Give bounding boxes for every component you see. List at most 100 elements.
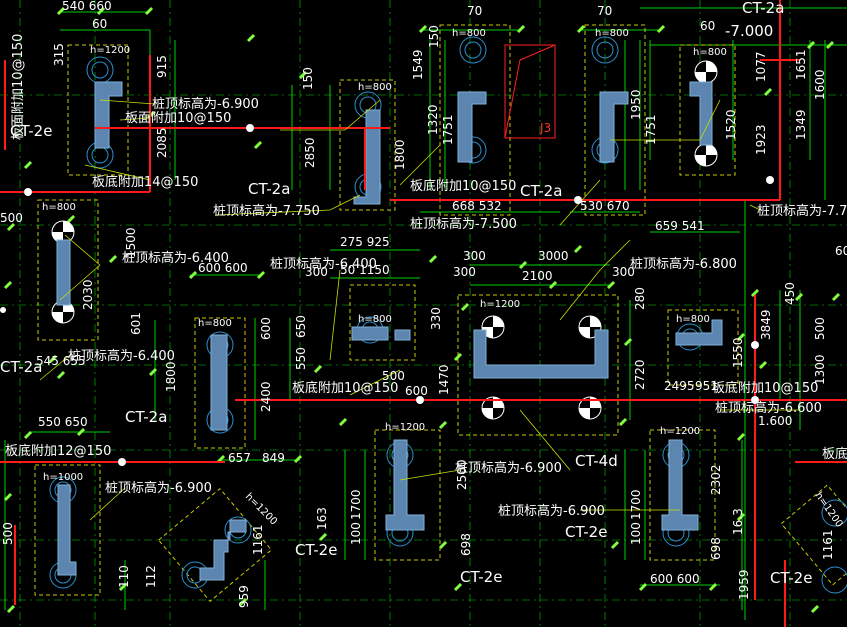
wall-shape	[599, 91, 629, 163]
dimension-value: 2302	[709, 464, 723, 495]
wall-shape	[473, 329, 609, 379]
pile-elevation-note: 桩顶标高为-6.400	[68, 348, 175, 364]
dimension-value: 2720	[633, 359, 647, 390]
dimension-value: 657	[228, 451, 251, 465]
dimension-value: 330	[429, 307, 443, 330]
dimension-value: 500	[382, 369, 405, 383]
dimension-value: 70	[597, 4, 612, 18]
pile-elevation-note: 桩顶标高为-6.600	[715, 400, 822, 416]
dimension-value: 70	[467, 4, 482, 18]
dimension-value: 500	[1, 522, 15, 545]
dimension-value: 1320	[426, 104, 440, 135]
dimension-value: 1077	[754, 51, 768, 82]
dimension-value: 300	[612, 265, 635, 279]
dimension-value: 2400	[259, 381, 273, 412]
dimension-value: 3849	[759, 309, 773, 340]
dimension-value: 100	[629, 522, 643, 545]
dimension-value: 659 541	[655, 219, 705, 233]
dimension-value: 1500	[124, 227, 138, 258]
pile-marker	[481, 315, 505, 339]
cap-height-label: h=800	[676, 314, 710, 325]
cap-height-label: h=800	[42, 202, 76, 213]
dimension-value: 849	[262, 451, 285, 465]
dimension-value: 601	[129, 312, 143, 335]
dimension-value: 16.3	[731, 508, 745, 535]
dimension-value: 1751	[441, 114, 455, 145]
wall-shape	[457, 91, 487, 163]
wall-shape	[661, 439, 699, 531]
cap-type-label: CT-2e	[295, 541, 337, 559]
cap-height-label: h=800	[595, 28, 629, 39]
dimension-value: 1470	[437, 364, 451, 395]
cap-type-label: CT-2a	[125, 408, 167, 426]
dimension-value: 668 532	[452, 199, 502, 213]
dimension-value: 300	[453, 265, 476, 279]
dimension-value: 698	[459, 533, 473, 556]
dimension-ticks	[3, 6, 841, 614]
cap-height-label: h=800	[693, 47, 727, 58]
cap-height-label: h=800	[358, 314, 392, 325]
dimension-value: 1800	[164, 361, 178, 392]
pile-elevation-note: 桩顶标高为-6.900	[105, 480, 212, 496]
cap-height-label: h=1200	[90, 45, 130, 56]
dimension-value: 500	[0, 211, 23, 225]
cap-type-label: CT-2e	[10, 122, 52, 140]
wall-shape	[94, 81, 123, 149]
cap-elevation-label: -7.000	[725, 22, 773, 40]
dimension-value: 2850	[303, 137, 317, 168]
annotation-labels: 桩顶标高为-6.900 板面附加10@150 板底附加14@150 桩顶标高为-…	[5, 34, 847, 519]
slab-rebar-note: 板面附加10@150	[125, 111, 231, 126]
dimension-value: 600	[835, 244, 847, 258]
dimension-value: 951	[695, 379, 718, 393]
dimension-value: 600	[405, 384, 428, 398]
wall-shape	[56, 239, 71, 306]
pile-elevation-note: 桩顶标高为-6.400	[270, 256, 377, 272]
dimension-value: 1.600	[758, 414, 792, 428]
dimension-value: 1161	[251, 524, 265, 555]
cap-type-label: CT-2a	[0, 358, 42, 376]
wall-shape	[689, 81, 713, 146]
slab-rebar-note: 板底附加10@150	[292, 380, 398, 396]
cap-type-label: CT-2a	[248, 180, 290, 198]
j3-marker[interactable]: J3	[504, 44, 556, 139]
dimension-value: 600 600	[650, 572, 700, 586]
dimension-value: 1751	[644, 114, 658, 145]
dimension-value: 100	[349, 522, 363, 545]
dimension-value: 60	[700, 19, 715, 33]
wall-shape	[675, 319, 723, 346]
dimension-value: 550 650	[38, 415, 88, 429]
dimension-value: 2495	[664, 379, 695, 393]
pile-markers	[51, 60, 718, 420]
dimension-value: 1550	[731, 337, 745, 368]
pile-elevation-note: 桩顶标高为-7.7	[757, 203, 847, 219]
pile-marker	[694, 143, 718, 167]
dimension-value: 280	[633, 287, 647, 310]
dimension-value: 1520	[724, 109, 738, 140]
dimension-value: 650	[294, 315, 308, 338]
dimension-value: 1300	[813, 354, 827, 385]
dimension-value: 530 670	[580, 199, 630, 213]
pile-elevation-note: 桩顶标高为-7.750	[213, 203, 320, 219]
cap-height-label: h=1200	[480, 299, 520, 310]
pile-elevation-note: 桩顶标高为-7.500	[410, 216, 517, 232]
cap-height-label: h=1000	[43, 472, 83, 483]
pile-elevation-note: 桩顶标高为-6.900	[152, 96, 259, 112]
dimension-value: 315	[52, 43, 66, 66]
dimension-value: 1959	[737, 569, 751, 600]
dimension-value: 1800	[393, 139, 407, 170]
slab-rebar-note: 板底附加10@150	[712, 380, 818, 396]
dimension-value: 163	[315, 507, 329, 530]
dimension-value: 1950	[629, 89, 643, 120]
cap-type-label: CT-2e	[770, 569, 812, 587]
dimension-value: 150	[301, 67, 315, 90]
pile-cap-labels: CT-2a -7.000 CT-2a CT-2a CT-2a CT-2e CT-…	[0, 0, 812, 587]
dimension-value: 1349	[794, 109, 808, 140]
dimension-values: 540 660 60 315 915 2085 150 1549 70 70 1…	[0, 0, 847, 608]
dimension-value: 2100	[522, 269, 553, 283]
dimension-value: 698	[709, 537, 723, 560]
wall-shape	[351, 326, 411, 341]
dimension-value: 915	[155, 55, 169, 78]
